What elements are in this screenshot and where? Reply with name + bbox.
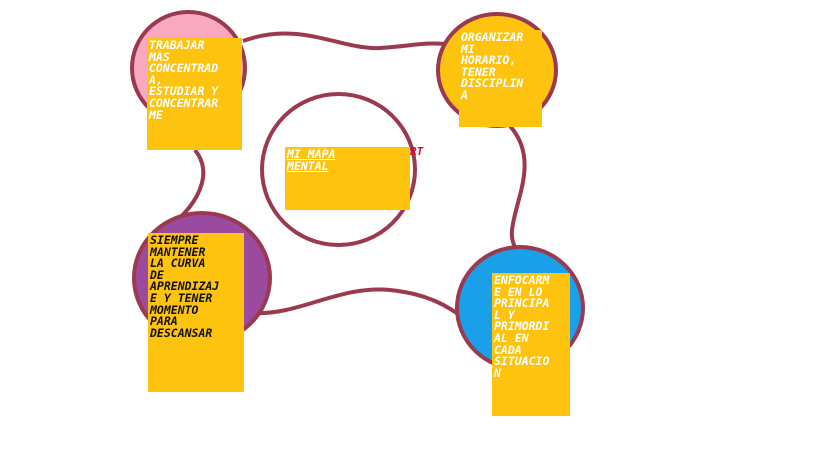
center-note[interactable]: MI MAPA MENTAL xyxy=(285,147,410,210)
top-right-note[interactable]: ORGANIZAR MI HORARIO, TENER DISCIPLIN A xyxy=(459,30,542,127)
connector-top-right-to-bottom-right xyxy=(508,124,527,252)
bottom-right-note[interactable]: ENFOCARM E EN LO PRINCIPA L Y PRIMORDI A… xyxy=(492,273,570,416)
connector-bottom-left-to-bottom-right xyxy=(254,287,466,320)
center-marker: RT xyxy=(410,145,424,158)
connector-top-left-to-top-right xyxy=(242,31,446,51)
bottom-left-note[interactable]: SIEMPRE MANTENER LA CURVA DE APRENDIZAJ … xyxy=(148,233,244,392)
top-left-note[interactable]: TRABAJAR MAS CONCENTRAD A, ESTUDIAR Y CO… xyxy=(147,38,242,150)
